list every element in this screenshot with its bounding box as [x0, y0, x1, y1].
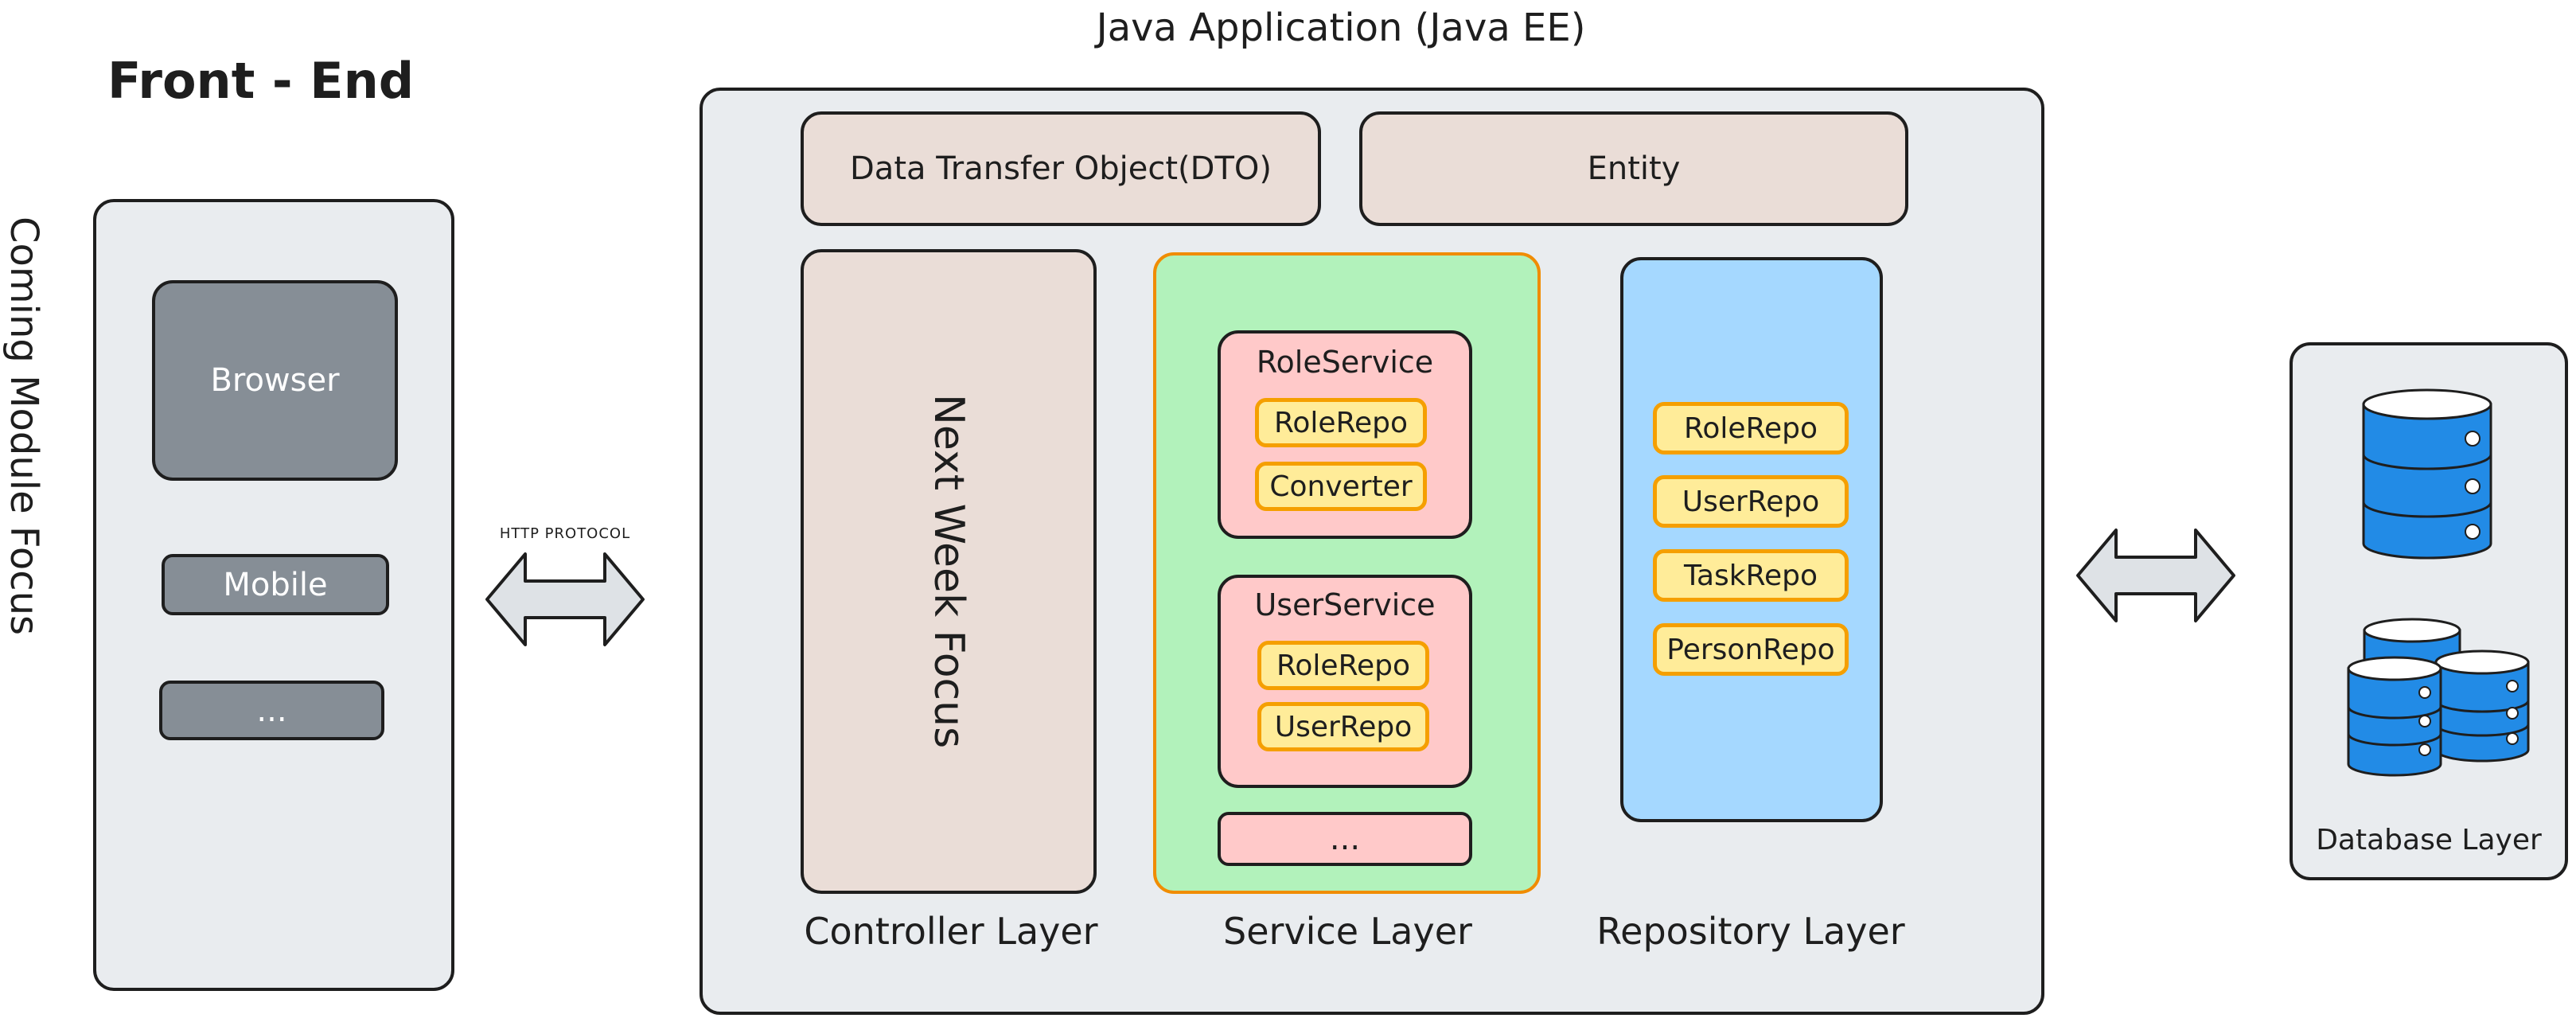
controller-layer-label: Controller Layer — [804, 910, 1098, 953]
double-arrow-icon — [485, 552, 645, 646]
user-service-userrepo: UserRepo — [1257, 702, 1429, 751]
repo-taskrepo: TaskRepo — [1653, 549, 1849, 602]
controller-box: Next Week Focus — [801, 249, 1097, 894]
repository-layer-label: Repository Layer — [1596, 910, 1905, 953]
browser-box: Browser — [152, 280, 398, 481]
repo-userrepo: UserRepo — [1653, 475, 1849, 528]
database-layer-label: Database Layer — [2316, 823, 2542, 856]
http-protocol-label: HTTP PROTOCOL — [499, 525, 631, 542]
more-services-box: ... — [1218, 812, 1472, 866]
next-week-focus-text: Next Week Focus — [925, 394, 972, 749]
user-service-rolerepo: RoleRepo — [1257, 641, 1429, 690]
dto-box: Data Transfer Object(DTO) — [801, 111, 1321, 226]
front-end-title: Front - End — [107, 52, 415, 110]
repo-personrepo: PersonRepo — [1653, 623, 1849, 676]
database-icon — [2362, 388, 2492, 560]
role-service-label: RoleService — [1256, 345, 1434, 380]
repo-rolerepo: RoleRepo — [1653, 402, 1849, 454]
entity-box: Entity — [1359, 111, 1908, 226]
user-service-label: UserService — [1254, 587, 1436, 622]
database-cluster-icon — [2347, 618, 2530, 777]
front-end-side-label: Coming Module Focus — [0, 203, 48, 649]
double-arrow-icon — [2076, 529, 2235, 622]
coming-module-focus-text: Coming Module Focus — [2, 216, 46, 635]
role-service-rolerepo: RoleRepo — [1255, 398, 1427, 447]
service-layer-label: Service Layer — [1223, 910, 1472, 953]
java-app-title: Java Application (Java EE) — [1096, 6, 1586, 50]
more-devices-box: ... — [159, 681, 384, 740]
repository-layer-box — [1620, 257, 1883, 822]
mobile-box: Mobile — [162, 554, 389, 615]
role-service-converter: Converter — [1255, 462, 1427, 511]
